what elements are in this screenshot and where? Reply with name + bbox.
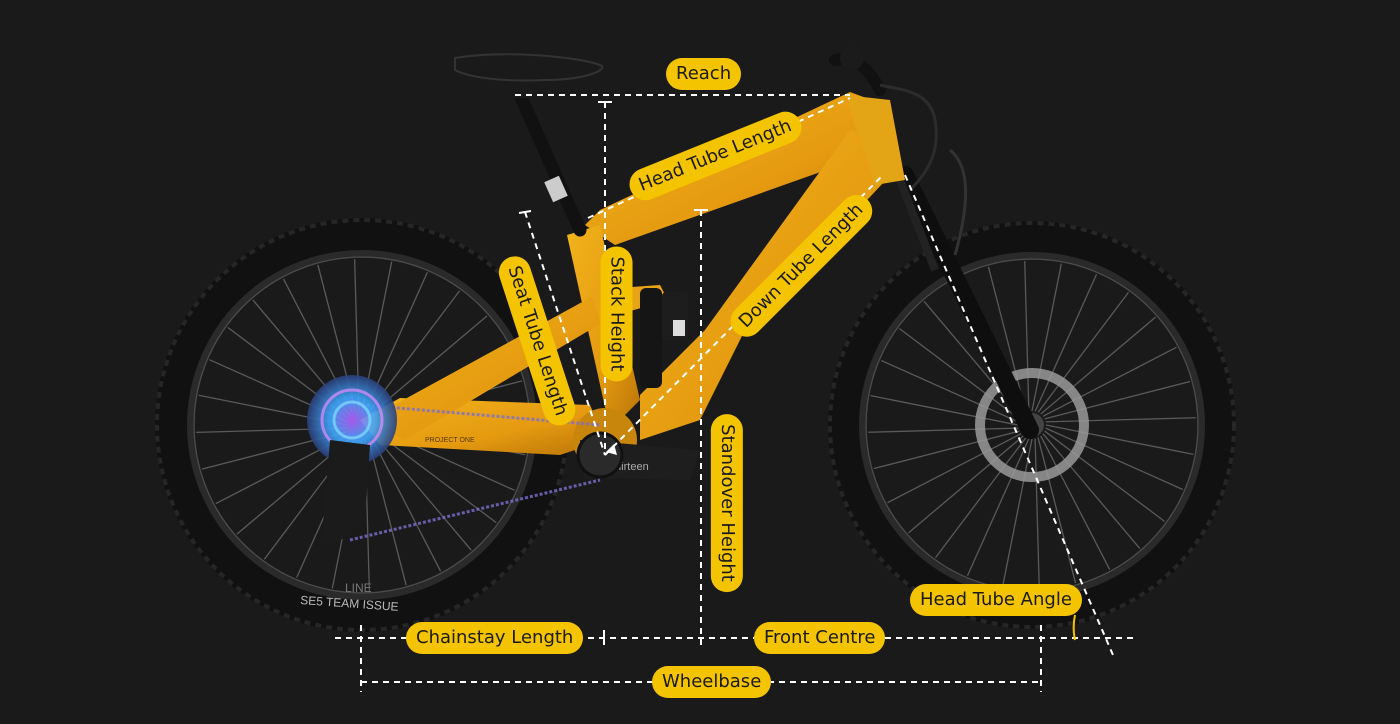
cassette xyxy=(307,375,397,545)
spoke xyxy=(1045,427,1184,491)
tick-marks xyxy=(518,101,708,645)
head-angle-arc xyxy=(1072,614,1076,641)
head-tube-angle-label: Head Tube Angle xyxy=(910,584,1082,616)
spoke xyxy=(1044,380,1191,420)
handlebar xyxy=(829,46,938,192)
spoke xyxy=(987,266,1027,413)
spoke xyxy=(1031,263,1062,412)
spoke xyxy=(935,437,1027,559)
spoke xyxy=(1042,433,1141,549)
spoke xyxy=(1040,435,1111,570)
spoke xyxy=(372,433,472,551)
spoke xyxy=(873,430,1020,470)
spoke xyxy=(1044,430,1166,522)
spoke xyxy=(1034,438,1040,589)
chain xyxy=(349,403,601,542)
spoke xyxy=(870,395,1019,426)
down-tube-arrow xyxy=(606,444,617,455)
motor-crank: thirteen xyxy=(576,431,700,480)
spoke xyxy=(898,328,1020,420)
frame-decal-text: PROJECT ONE xyxy=(425,437,475,444)
spoke xyxy=(1042,346,1177,417)
wheelbase-label: Wheelbase xyxy=(652,666,772,698)
spoke xyxy=(1037,291,1129,413)
spoke xyxy=(1024,261,1030,412)
seatpost-saddle xyxy=(454,53,604,237)
rear-shock xyxy=(640,288,688,388)
seat-tube-line xyxy=(524,211,606,456)
spoke xyxy=(908,435,1024,534)
spoke xyxy=(374,430,497,524)
spoke xyxy=(367,437,407,586)
chainstay-length-label: Chainstay Length xyxy=(406,622,584,654)
spoke xyxy=(1045,417,1196,423)
spoke xyxy=(1040,316,1156,415)
spoke xyxy=(1037,437,1077,584)
standover-height-label: Standover Height xyxy=(710,414,743,592)
spoke xyxy=(887,433,1022,504)
rim-model-text: SE5 TEAM ISSUE xyxy=(300,593,399,614)
rim-brand-text: LINE xyxy=(345,581,372,595)
spoke xyxy=(868,427,1019,433)
front-centre-label: Front Centre xyxy=(754,622,886,654)
spoke xyxy=(1034,273,1098,412)
spoke xyxy=(880,359,1019,423)
fork xyxy=(896,148,1039,439)
spoke xyxy=(370,435,442,572)
reach-label: Reach xyxy=(666,58,742,90)
spoke xyxy=(966,438,1030,577)
stack-height-label: Stack Height xyxy=(600,246,633,382)
spoke xyxy=(1002,438,1033,587)
spoke xyxy=(1045,424,1194,455)
brake-rotor xyxy=(975,368,1089,482)
